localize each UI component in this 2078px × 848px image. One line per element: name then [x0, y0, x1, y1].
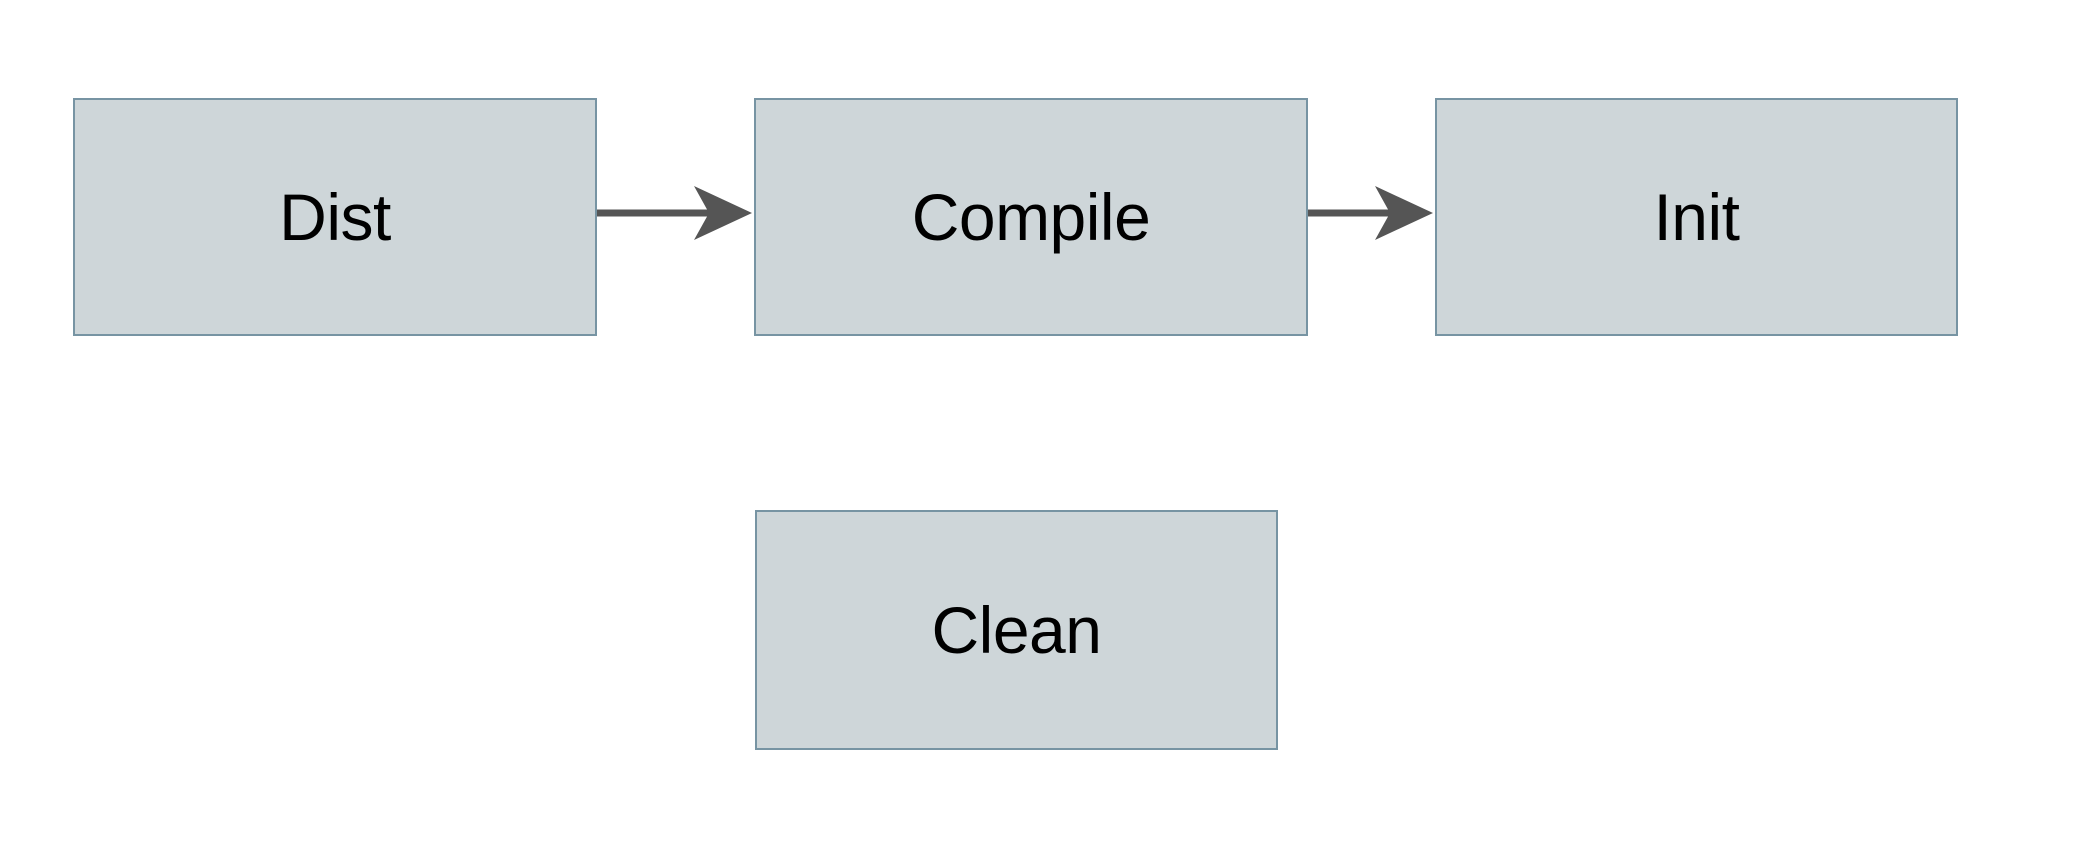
node-init[interactable]: Init — [1435, 98, 1958, 336]
node-label-compile: Compile — [911, 180, 1151, 254]
node-dist[interactable]: Dist — [73, 98, 597, 336]
node-label-init: Init — [1653, 180, 1740, 254]
node-clean[interactable]: Clean — [755, 510, 1278, 750]
edge-dist-to-compile[interactable] — [597, 186, 752, 240]
arrowhead-icon-dist-to-compile — [694, 186, 752, 240]
node-label-dist: Dist — [279, 180, 391, 254]
node-label-clean: Clean — [931, 593, 1102, 667]
edge-compile-to-init[interactable] — [1308, 186, 1433, 240]
arrowhead-icon-compile-to-init — [1375, 186, 1433, 240]
node-compile[interactable]: Compile — [754, 98, 1308, 336]
